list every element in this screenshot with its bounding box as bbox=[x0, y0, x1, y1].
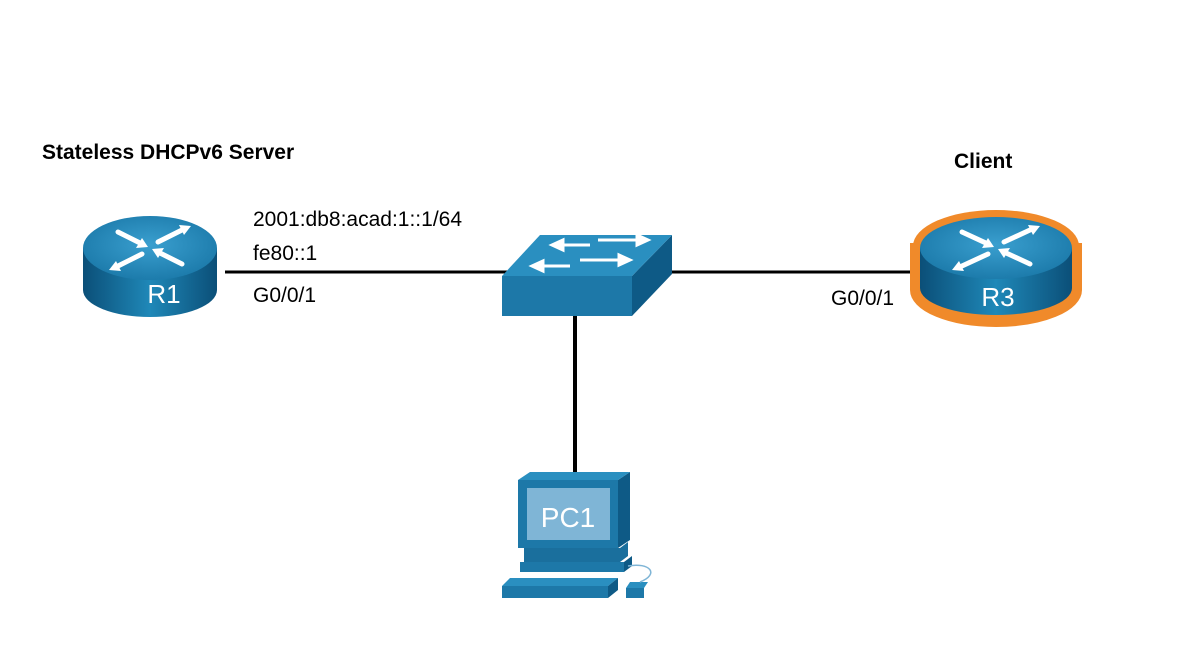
router-r1[interactable]: R1 bbox=[83, 216, 217, 317]
pc1-name: PC1 bbox=[541, 502, 595, 533]
router-r3-name: R3 bbox=[981, 282, 1014, 312]
r1-ipv6-address: 2001:db8:acad:1::1/64 bbox=[253, 208, 463, 231]
router-icon bbox=[83, 216, 217, 317]
switch-icon bbox=[502, 232, 672, 316]
router-icon bbox=[910, 210, 1082, 327]
server-title: Stateless DHCPv6 Server bbox=[42, 141, 295, 164]
router-r1-name: R1 bbox=[147, 279, 180, 309]
pc-icon bbox=[502, 472, 652, 598]
r1-link-local-address: fe80::1 bbox=[253, 242, 318, 265]
r1-interface-label: G0/0/1 bbox=[253, 284, 317, 307]
pc1[interactable]: PC1 bbox=[502, 472, 652, 598]
router-r3[interactable]: R3 bbox=[910, 210, 1082, 327]
client-title: Client bbox=[954, 150, 1013, 173]
switch[interactable] bbox=[502, 232, 672, 316]
r3-interface-label: G0/0/1 bbox=[831, 287, 895, 310]
